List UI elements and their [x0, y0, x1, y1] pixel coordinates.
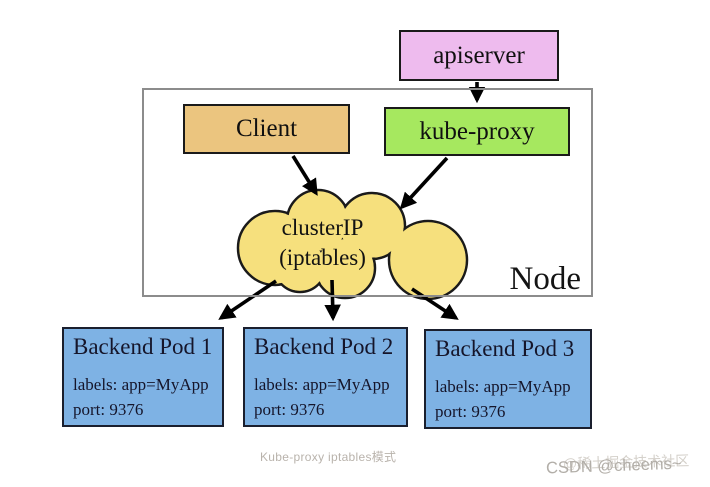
arrow-clusterip-to-pod2: [324, 279, 341, 322]
pod-port: port: 9376: [254, 400, 325, 419]
client-box: Client: [183, 104, 350, 154]
arrow-kubeproxy-to-clusterip: [399, 156, 449, 210]
client-label: Client: [235, 115, 298, 142]
pod-labels: labels: app=MyApp: [435, 377, 571, 396]
figure-caption: Kube-proxy iptables模式: [260, 450, 397, 464]
cluster-ip-line2: (iptables): [279, 245, 366, 270]
pod-title: Backend Pod 2: [254, 334, 394, 359]
pod-port: port: 9376: [73, 400, 144, 419]
apiserver-label: apiserver: [433, 41, 525, 69]
backend-pod-3-box: Backend Pod 3 labels: app=MyApp port: 93…: [424, 329, 592, 429]
cluster-ip-line1: clusterIP: [281, 215, 364, 240]
pod-title: Backend Pod 3: [435, 336, 575, 361]
arrow-clusterip-to-pod1: [218, 279, 278, 320]
cluster-ip-cloud-fill: [239, 191, 466, 298]
node-label: Node: [509, 261, 581, 297]
pod-title: Backend Pod 1: [73, 334, 213, 359]
backend-pod-2-box: Backend Pod 2 labels: app=MyApp port: 93…: [243, 327, 408, 427]
apiserver-box: apiserver: [399, 30, 559, 81]
arrow-client-to-clusterip: [291, 155, 318, 196]
kube-proxy-box: kube-proxy: [384, 107, 570, 156]
pod-labels: labels: app=MyApp: [73, 375, 209, 394]
pod-port: port: 9376: [435, 402, 506, 421]
cluster-ip-text: clusterIP (iptables): [250, 213, 395, 273]
backend-pod-1-box: Backend Pod 1 labels: app=MyApp port: 93…: [62, 327, 224, 427]
node-container: Node: [142, 88, 593, 297]
arrow-clusterip-to-pod3: [411, 287, 459, 320]
kube-proxy-label: kube-proxy: [419, 117, 535, 145]
pod-labels: labels: app=MyApp: [254, 375, 390, 394]
